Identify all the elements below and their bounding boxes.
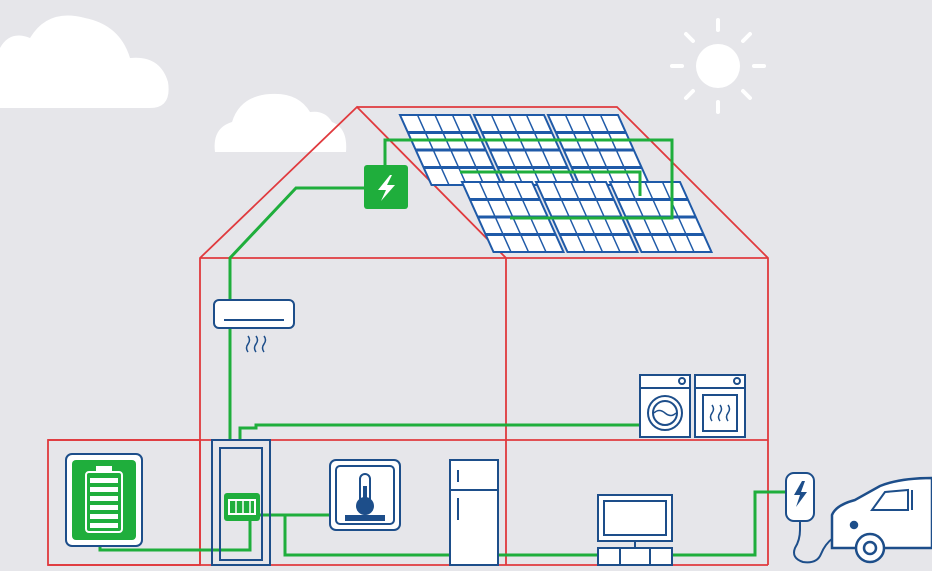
inverter-icon [364, 165, 408, 209]
electric-car-icon [830, 476, 932, 564]
cloud-icon [0, 15, 169, 108]
electrical-cabinet-icon [211, 439, 271, 566]
washing-machine-icon [639, 374, 691, 438]
solar-panel [546, 114, 652, 186]
ev-charger-icon [785, 472, 834, 564]
power-lines [98, 138, 786, 557]
solar-panel-array [398, 114, 714, 253]
sun-icon [670, 18, 766, 114]
television-icon [597, 494, 673, 566]
heat-pump-thermostat-icon [329, 459, 401, 531]
air-conditioner-icon [213, 299, 295, 353]
battery-storage-icon [65, 453, 143, 547]
energy-manager-icon [224, 493, 260, 521]
dryer-icon [694, 374, 746, 438]
solar-panel [472, 114, 578, 186]
refrigerator-icon [449, 459, 499, 566]
cloud-icon [214, 93, 347, 152]
